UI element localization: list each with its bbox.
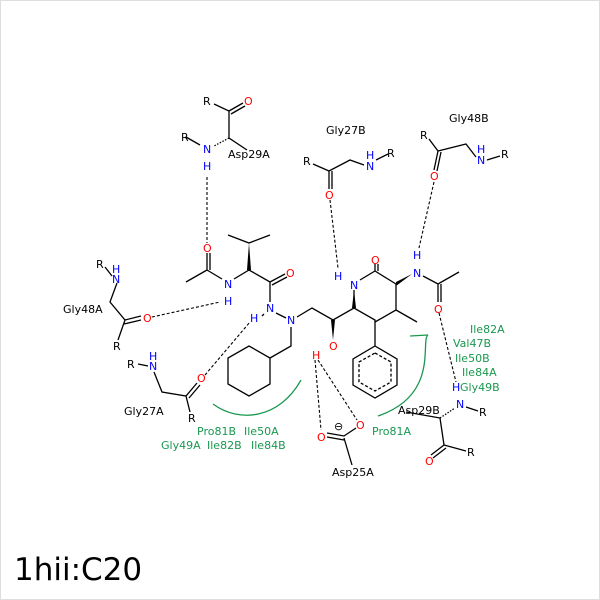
nitrogen: N [350, 279, 358, 292]
hydrophobic-residue: Ile84A [462, 366, 497, 379]
hydrogen: H [452, 381, 460, 394]
hydrogen: H [224, 295, 232, 308]
oxygen: O [434, 303, 443, 316]
oxygen: O [244, 95, 253, 108]
nitrogen: N [413, 267, 421, 280]
hydrophobic-residue: Val47B [453, 337, 491, 350]
r-group: R [479, 406, 487, 419]
hydrophobic-residue: Pro81B [197, 425, 236, 438]
r-group: R [467, 446, 475, 459]
residue-labels: Asp29A Gly48A Gly27A Gly27B Gly48B Asp29… [63, 112, 489, 479]
r-group: R [303, 155, 311, 168]
nitrogen: N [203, 143, 211, 156]
oxygen: O [325, 189, 334, 202]
hydrogen: H [250, 312, 258, 325]
hydrogen: H [477, 143, 485, 156]
negative-charge-icon: ⊖ [334, 420, 343, 433]
structure-title: 1hii:C20 [14, 552, 143, 588]
oxygen: O [430, 170, 439, 183]
r-group: R [501, 148, 509, 161]
hydrogen: H [149, 350, 157, 363]
residue-label: Asp29B [398, 404, 440, 417]
residue-label: Asp25A [332, 466, 374, 479]
r-group: R [181, 131, 189, 144]
r-group: R [113, 340, 121, 353]
residue-label: Asp29A [228, 148, 270, 161]
hydrophobic-residue: Ile82A [470, 323, 505, 336]
oxygen: O [286, 267, 295, 280]
nitrogen: N [112, 273, 120, 286]
hydrogen: H [366, 149, 374, 162]
hydrophobic-residue: Gly49B [460, 381, 500, 394]
oxygen: O [425, 455, 434, 468]
hydrophobic-residue: Pro81A [372, 425, 411, 438]
bonds [104, 102, 501, 466]
nitrogen: N [456, 398, 464, 411]
r-group: R [188, 412, 196, 425]
hydrophobic-residue: Gly49A [161, 439, 201, 452]
residue-label: Gly27B [326, 124, 366, 137]
oxygen: O [317, 431, 326, 444]
nitrogen: N [266, 302, 274, 315]
nitrogen: N [366, 160, 374, 173]
r-group: R [127, 358, 135, 371]
r-group: R [96, 258, 104, 271]
hydrogen: H [203, 160, 211, 173]
oxygen: O [356, 419, 365, 432]
nitrogen: N [149, 360, 157, 373]
hydrophobic-residue: Ile82B [207, 439, 242, 452]
residue-label: Gly27A [124, 405, 164, 418]
residue-label: Gly48A [63, 303, 103, 316]
residue-label: Gly48B [449, 112, 489, 125]
hydrogen-bonds [151, 177, 457, 431]
oxygen: O [197, 372, 206, 385]
hydrogen: H [112, 263, 120, 276]
hydrophobic-labels: Pro81B Ile50A Gly49A Ile82B Ile84B Ile82… [161, 323, 505, 452]
hydrogen: H [312, 349, 320, 362]
nitrogen: N [224, 278, 232, 291]
hydrogen: H [334, 270, 342, 283]
oxygen: O [371, 254, 380, 267]
oxygen: O [329, 340, 338, 353]
hydrophobic-residue: Ile84B [251, 439, 286, 452]
oxygen: O [143, 312, 152, 325]
hydrophobic-residue: Ile50A [244, 425, 279, 438]
nitrogen: N [477, 154, 485, 167]
r-group: R [387, 147, 395, 160]
r-group: R [203, 95, 211, 108]
hydrogen: H [413, 249, 421, 262]
r-group: R [420, 129, 428, 142]
hydrophobic-residue: Ile50B [455, 352, 490, 365]
nitrogen: N [287, 314, 295, 327]
hydrophobic-contacts [212, 334, 431, 417]
oxygen: O [203, 242, 212, 255]
atom-labels: R O R N H O N H O N H N O H N H O N H O … [96, 95, 509, 468]
